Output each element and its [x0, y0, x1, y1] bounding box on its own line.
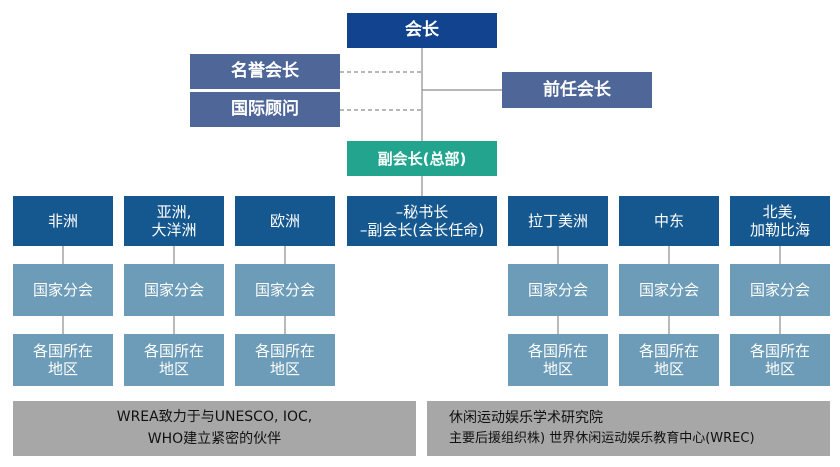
local-region-line1: 各国所在 [527, 342, 588, 360]
partnership-note: WREA致力于与UNESCO, IOC, WHO建立紧密的伙伴 [13, 401, 416, 456]
local-region-line1: 各国所在 [749, 342, 810, 360]
president-box: 会长 [347, 13, 497, 48]
region-name: 拉丁美洲 [527, 212, 588, 230]
international-advisor-box: 国际顾问 [190, 92, 340, 127]
local-region-north-america-caribbean: 各国所在 地区 [730, 334, 830, 386]
national-branch-label: 国家分会 [638, 281, 699, 299]
national-branch-label: 国家分会 [143, 281, 204, 299]
sponsor-note-line1: 休闲运动娱乐学术研究院 [449, 409, 603, 426]
region-name-line2: 加勒比海 [749, 221, 810, 239]
national-branch-asia-oceania: 国家分会 [124, 264, 224, 316]
partnership-note-line2: WHO建立紧密的伙伴 [147, 430, 282, 447]
president-label: 会长 [405, 20, 439, 41]
local-region-line1: 各国所在 [254, 342, 315, 360]
honorary-president-label: 名誉会长 [231, 61, 299, 82]
secretary-general-box: –秘书长 –副会长(会长任命) [347, 196, 497, 246]
region-name: 中东 [653, 212, 684, 230]
honorary-president-box: 名誉会长 [190, 54, 340, 89]
local-region-line2: 地区 [542, 360, 573, 378]
vice-president-hq-label: 副会长(总部) [377, 149, 467, 168]
local-region-asia-oceania: 各国所在 地区 [124, 334, 224, 386]
local-region-line2: 地区 [269, 360, 300, 378]
local-region-middle-east: 各国所在 地区 [619, 334, 719, 386]
national-branch-africa: 国家分会 [13, 264, 113, 316]
former-president-box: 前任会长 [502, 72, 652, 108]
region-name-line1: 北美, [762, 203, 798, 221]
region-name: 欧洲 [269, 212, 300, 230]
region-box-north-america-caribbean: 北美, 加勒比海 [730, 196, 830, 246]
local-region-line2: 地区 [653, 360, 684, 378]
national-branch-label: 国家分会 [254, 281, 315, 299]
national-branch-label: 国家分会 [749, 281, 810, 299]
region-name-line1: 亚洲, [156, 203, 192, 221]
national-branch-europe: 国家分会 [235, 264, 335, 316]
local-region-africa: 各国所在 地区 [13, 334, 113, 386]
vice-president-hq-box: 副会长(总部) [347, 141, 497, 176]
sponsor-note: 休闲运动娱乐学术研究院 主要后援组织株) 世界休闲运动娱乐教育中心(WREC) [427, 401, 830, 456]
region-name-line2: 大洋洲 [151, 221, 197, 239]
region-box-middle-east: 中东 [619, 196, 719, 246]
national-branch-latin-america: 国家分会 [508, 264, 608, 316]
national-branch-middle-east: 国家分会 [619, 264, 719, 316]
local-region-line2: 地区 [764, 360, 795, 378]
region-name: 非洲 [47, 212, 78, 230]
local-region-latin-america: 各国所在 地区 [508, 334, 608, 386]
local-region-europe: 各国所在 地区 [235, 334, 335, 386]
partnership-note-line1: WREA致力于与UNESCO, IOC, [116, 408, 313, 425]
local-region-line2: 地区 [47, 360, 78, 378]
former-president-label: 前任会长 [543, 79, 611, 100]
region-box-africa: 非洲 [13, 196, 113, 246]
national-branch-label: 国家分会 [32, 281, 93, 299]
international-advisor-label: 国际顾问 [231, 99, 299, 120]
local-region-line1: 各国所在 [32, 342, 93, 360]
region-box-latin-america: 拉丁美洲 [508, 196, 608, 246]
local-region-line2: 地区 [158, 360, 189, 378]
region-box-asia-oceania: 亚洲, 大洋洲 [124, 196, 224, 246]
secretary-general-label: –秘书长 [395, 203, 449, 221]
region-box-europe: 欧洲 [235, 196, 335, 246]
sponsor-note-line2: 主要后援组织株) 世界休闲运动娱乐教育中心(WREC) [449, 431, 755, 447]
local-region-line1: 各国所在 [638, 342, 699, 360]
national-branch-north-america-caribbean: 国家分会 [730, 264, 830, 316]
local-region-line1: 各国所在 [143, 342, 204, 360]
appointed-vice-president-label: –副会长(会长任命) [359, 221, 485, 239]
national-branch-label: 国家分会 [527, 281, 588, 299]
